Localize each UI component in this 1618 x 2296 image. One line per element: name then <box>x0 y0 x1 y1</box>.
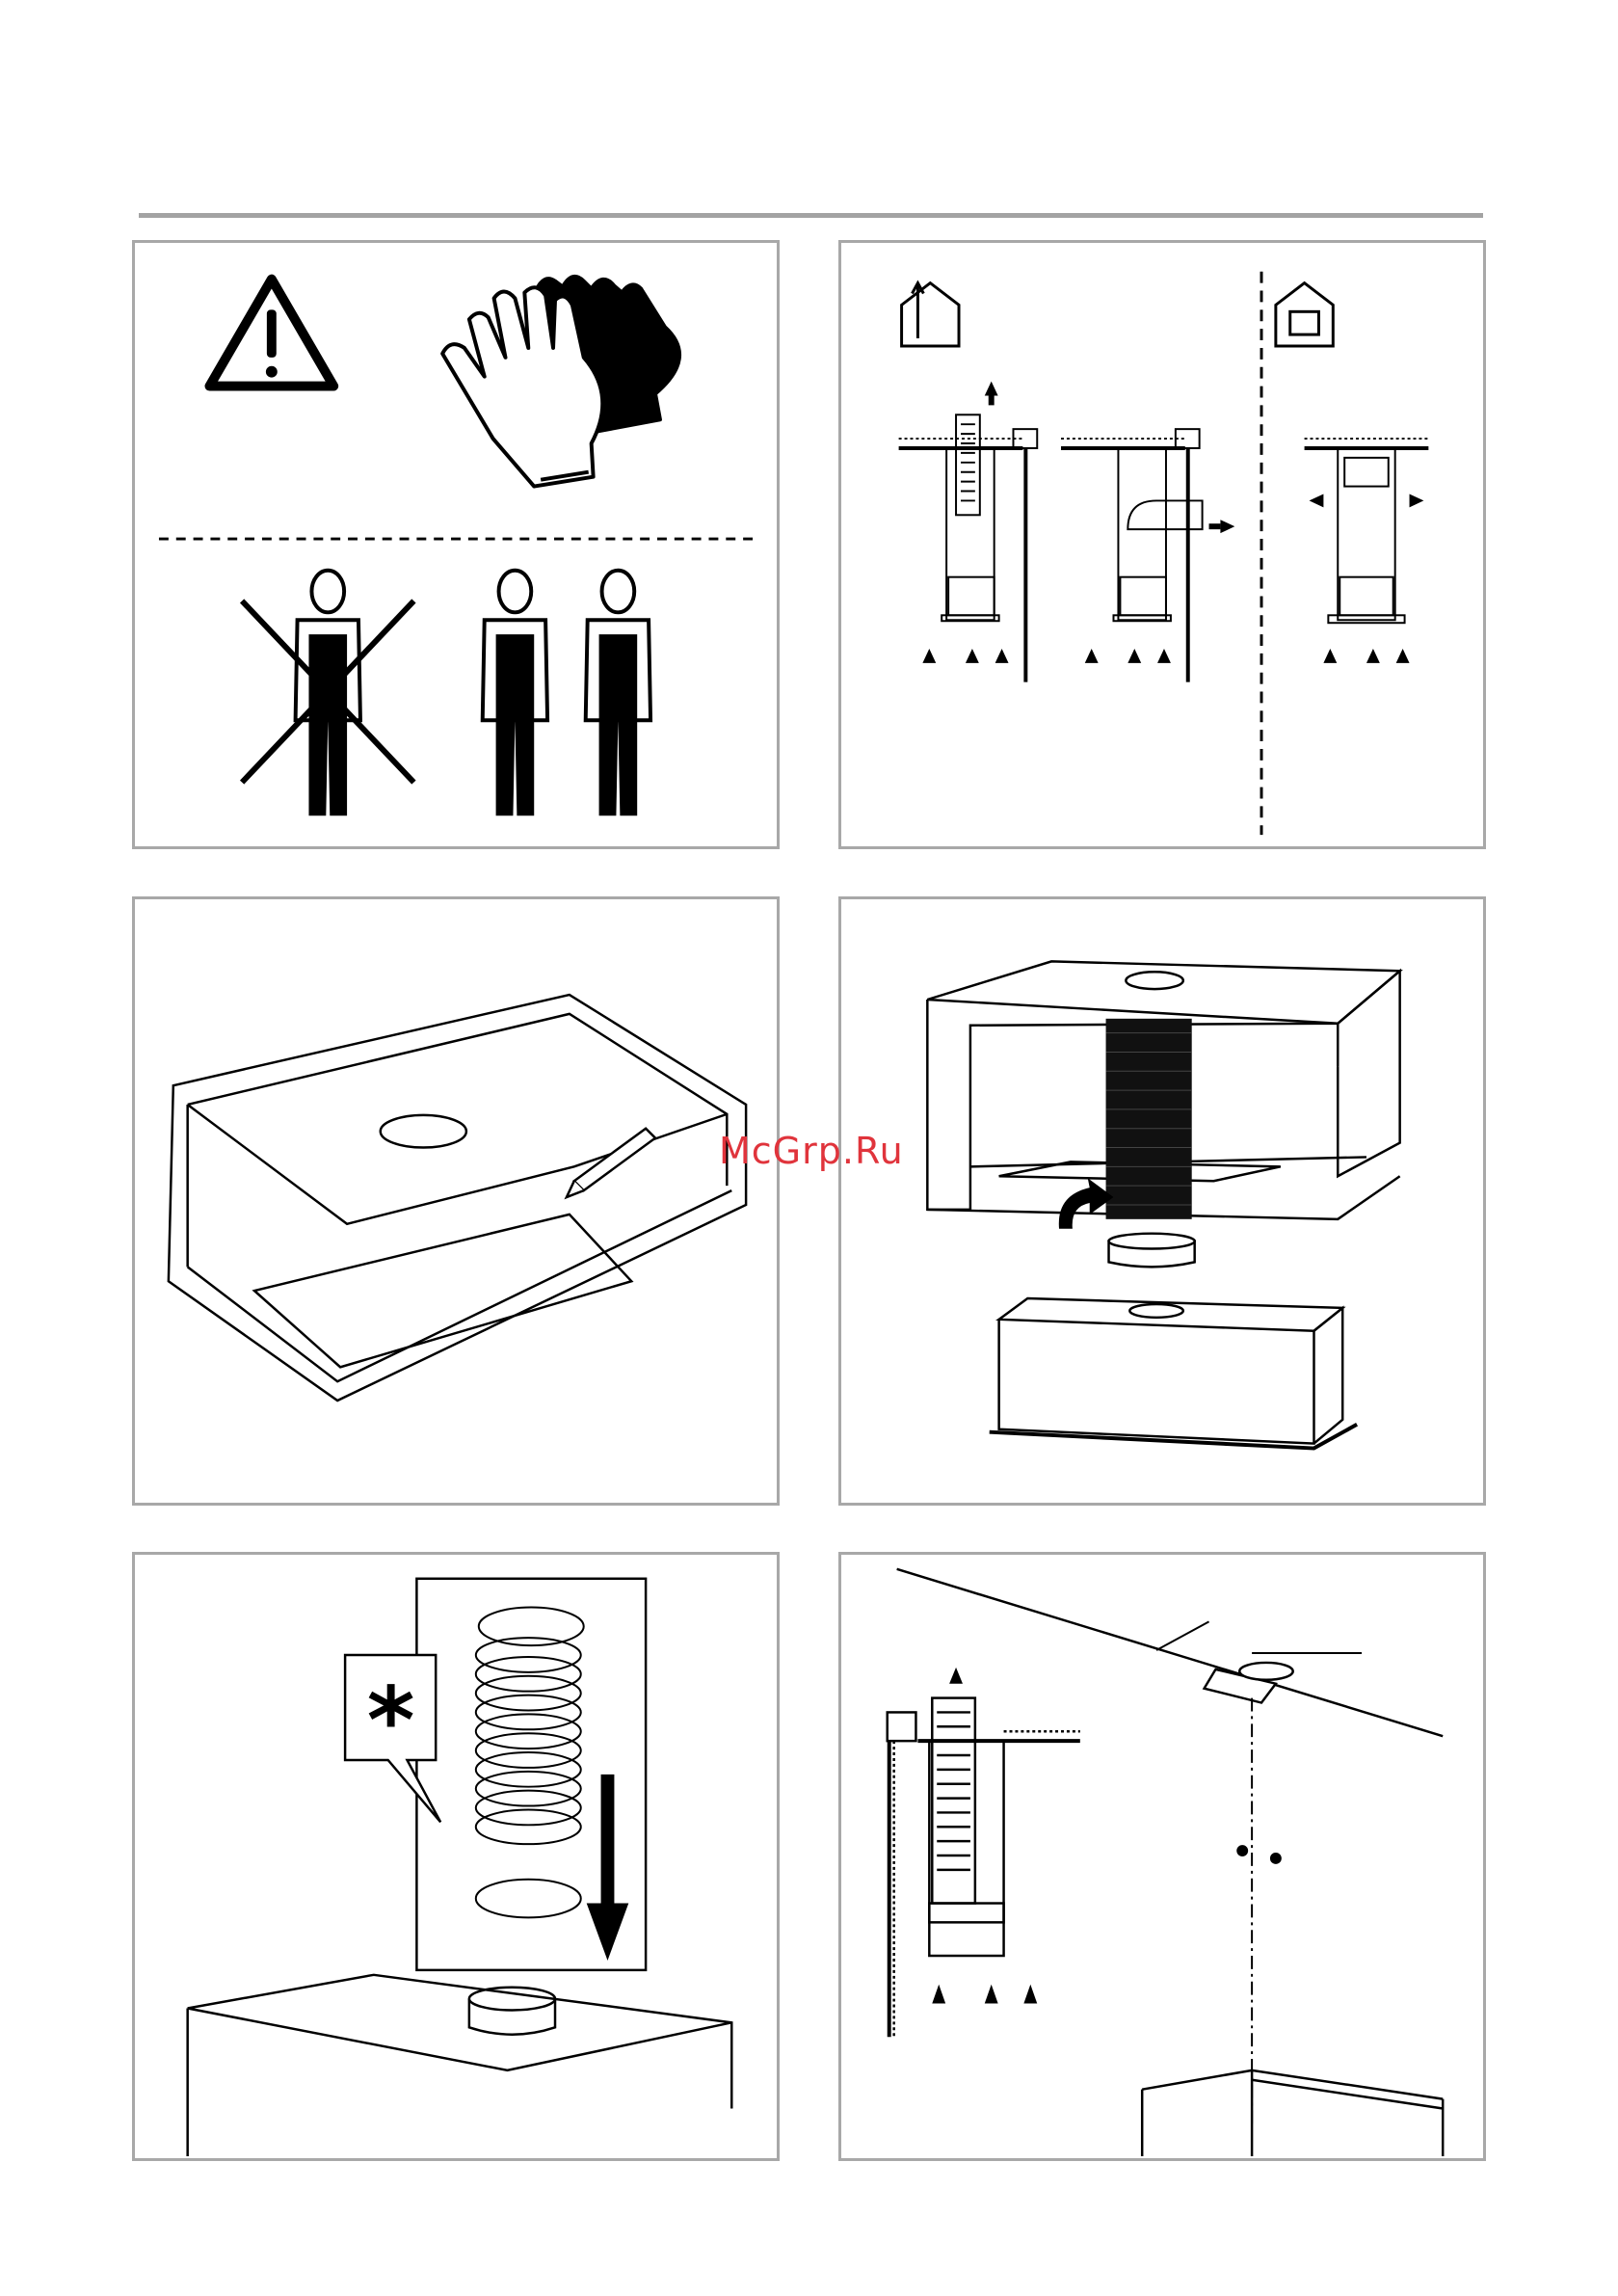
panel-cutout <box>132 896 780 1506</box>
exclamation-mark <box>266 309 278 377</box>
flex-duct-body <box>1106 1019 1192 1219</box>
duct-collar <box>1109 1234 1195 1268</box>
modes-illustration <box>841 243 1483 846</box>
ducted-house-icon <box>902 283 959 346</box>
safety-illustration <box>135 243 777 846</box>
ducted-vertical-diagram <box>899 414 1038 681</box>
two-persons-icon <box>483 571 650 816</box>
asterisk-symbol: * <box>367 1669 415 1775</box>
cutout-illustration <box>135 899 777 1503</box>
cabinet-cutout-icon <box>169 995 746 1401</box>
panel-duct-clamps: * <box>132 1552 780 2161</box>
duct-clamps-illustration: * <box>135 1555 777 2158</box>
pencil-icon <box>567 1129 655 1197</box>
protective-gloves-icon <box>442 277 679 487</box>
screws-icon <box>1236 1845 1282 1864</box>
panel-safety <box>132 240 780 849</box>
hood-top-icon <box>188 1975 732 2156</box>
ceiling-mount-illustration <box>841 1555 1483 2158</box>
hood-unit-icon <box>990 1298 1357 1449</box>
one-person-crossed-icon <box>242 571 413 816</box>
header-rule <box>139 213 1483 218</box>
airflow-arrows-ceiling <box>932 1668 1037 2004</box>
rotate-arrow-icon <box>1059 1178 1114 1228</box>
hood-corner-icon <box>1142 2070 1443 2156</box>
leader-line-left <box>1156 1621 1208 1650</box>
watermark: McGrp.Ru <box>719 1130 904 1172</box>
wall-duct-icon <box>888 1698 1080 2038</box>
panel-ceiling-mount <box>838 1552 1486 2161</box>
recirculation-house-icon <box>1276 283 1333 346</box>
panel-modes <box>838 240 1486 849</box>
ceiling-bracket-icon <box>1205 1663 1293 1703</box>
ducted-rear-diagram <box>1061 429 1203 681</box>
panel-connect-duct <box>838 896 1486 1506</box>
recirculation-diagram <box>1305 439 1429 623</box>
connect-duct-illustration <box>841 899 1483 1503</box>
